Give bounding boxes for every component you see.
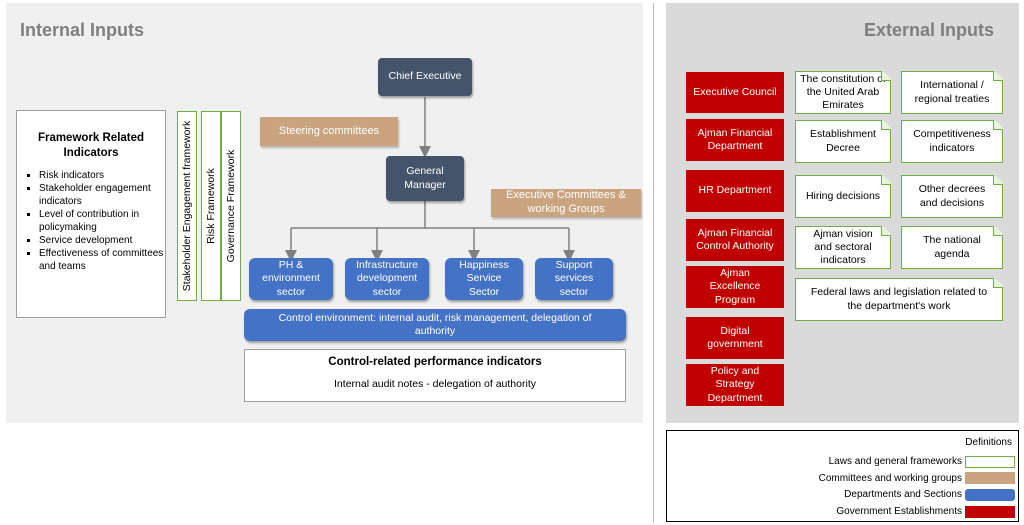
- sector-happiness-service: Happiness Service Sector: [445, 258, 523, 300]
- stakeholder-framework-box: Stakeholder Engagement framework: [177, 111, 197, 301]
- framework-indicator-item: Risk indicators: [39, 169, 165, 182]
- legend-label-government: Government Establishments: [836, 506, 962, 517]
- gov-digital-government: Digital government: [686, 317, 784, 359]
- chief-executive-box: Chief Executive: [378, 58, 472, 96]
- external-inputs-title: External Inputs: [864, 20, 995, 40]
- gov-ajman-financial-department: Ajman Financial Department: [686, 119, 784, 161]
- control-environment-box: Control environment: internal audit, ris…: [244, 309, 626, 341]
- legend-label-laws: Laws and general frameworks: [828, 456, 962, 467]
- internal-inputs-title: Internal Inputs: [20, 20, 145, 40]
- control-indicators-title: Control-related performance indicators: [328, 356, 542, 368]
- gov-ajman-excellence-program: Ajman Excellence Program: [686, 266, 784, 308]
- law-hiring-decisions: Hiring decisions: [795, 175, 891, 218]
- steering-committees-box: Steering committees: [260, 117, 398, 146]
- governance-framework-label: Governance Framework: [225, 149, 237, 263]
- legend-swatch-government: [965, 506, 1015, 518]
- framework-indicator-item: Stakeholder engagement indicators: [39, 182, 165, 208]
- legend-label-committees: Committees and working groups: [818, 473, 962, 484]
- framework-indicators-box: Framework Related Indicators Risk indica…: [16, 110, 166, 318]
- control-indicators-box: Control-related performance indicators I…: [244, 349, 626, 402]
- legend-title: Definitions: [965, 437, 1012, 448]
- general-manager-box: General Manager: [386, 156, 464, 201]
- framework-indicator-item: Service development: [39, 234, 165, 247]
- stakeholder-framework-label: Stakeholder Engagement framework: [181, 120, 193, 292]
- control-indicators-subtitle: Internal audit notes - delegation of aut…: [334, 378, 536, 390]
- legend-swatch-committees: [965, 472, 1015, 484]
- legend-label-departments: Departments and Sections: [844, 489, 962, 500]
- panel-divider: [653, 3, 654, 523]
- law-national-agenda: The national agenda: [901, 226, 1003, 269]
- law-other-decrees: Other decrees and decisions: [901, 175, 1003, 218]
- definitions-legend: [666, 430, 1019, 522]
- sector-support-services: Support services sector: [535, 258, 613, 300]
- sector-infrastructure: Infrastructure development sector: [345, 258, 429, 300]
- law-federal-legislation: Federal laws and legislation related to …: [795, 278, 1003, 321]
- gov-hr-department: HR Department: [686, 170, 784, 212]
- framework-indicators-list: Risk indicators Stakeholder engagement i…: [17, 169, 165, 273]
- law-international-treaties: International / regional treaties: [901, 71, 1003, 114]
- legend-swatch-laws: [965, 456, 1015, 468]
- law-uae-constitution: The constitution of the United Arab Emir…: [795, 71, 891, 114]
- sector-ph-environment: PH & environment sector: [249, 258, 333, 300]
- framework-indicator-item: Effectiveness of committees and teams: [39, 247, 165, 273]
- gov-policy-strategy-department: Policy and Strategy Department: [686, 364, 784, 406]
- law-establishment-decree: Establishment Decree: [795, 120, 891, 163]
- risk-framework-label: Risk Framework: [205, 168, 217, 244]
- framework-indicators-title: Framework Related Indicators: [37, 132, 145, 159]
- gov-executive-council: Executive Council: [686, 72, 784, 113]
- executive-committees-box: Executive Committees & working Groups: [491, 189, 641, 217]
- framework-indicator-item: Level of contribution in policymaking: [39, 208, 165, 234]
- gov-financial-control-authority: Ajman Financial Control Authority: [686, 219, 784, 261]
- legend-swatch-departments: [965, 489, 1015, 501]
- risk-framework-box: Risk Framework: [201, 111, 221, 301]
- law-ajman-vision: Ajman vision and sectoral indicators: [795, 226, 891, 269]
- law-competitiveness-indicators: Competitiveness indicators: [901, 120, 1003, 163]
- governance-framework-box: Governance Framework: [221, 111, 241, 301]
